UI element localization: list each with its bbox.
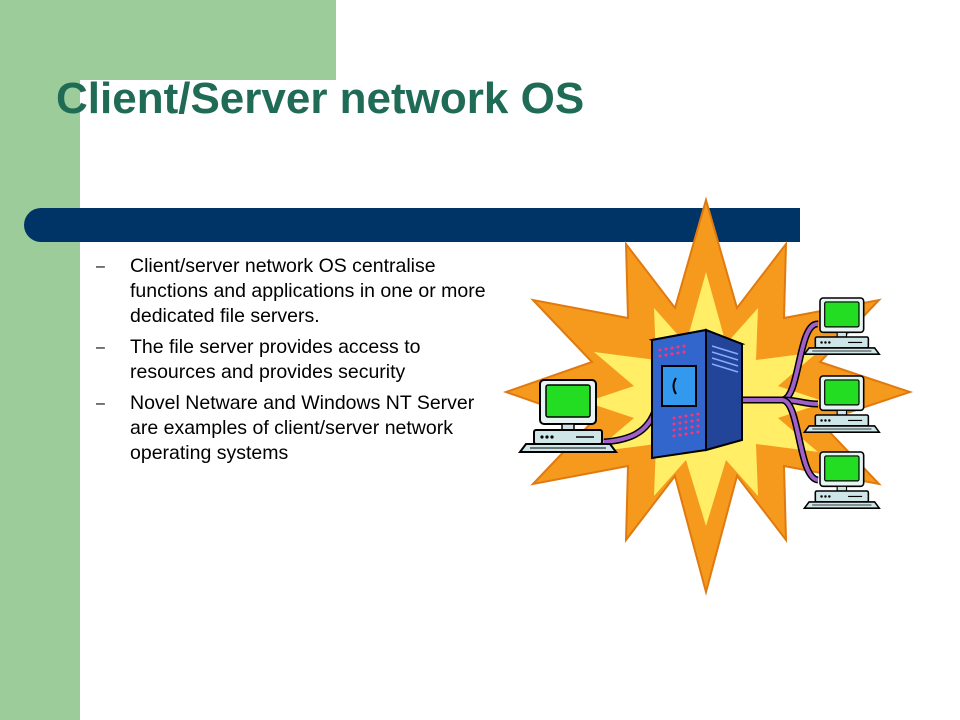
bullet-item: – The file server provides access to res… bbox=[96, 335, 496, 385]
bullet-text: Novel Netware and Windows NT Server are … bbox=[130, 392, 475, 464]
slide-title: Client/Server network OS bbox=[56, 74, 585, 123]
bullet-text: The file server provides access to resou… bbox=[130, 336, 421, 383]
title-divider-bar bbox=[24, 208, 800, 242]
bullet-text: Client/server network OS centralise func… bbox=[130, 255, 486, 327]
bullet-marker: – bbox=[96, 339, 105, 356]
bullet-marker: – bbox=[96, 395, 105, 412]
green-accent-top bbox=[80, 0, 336, 80]
bullet-list: – Client/server network OS centralise fu… bbox=[96, 254, 496, 472]
bullet-marker: – bbox=[96, 258, 105, 275]
green-accent-bar bbox=[0, 0, 80, 720]
file-server-icon bbox=[648, 328, 746, 460]
network-illustration bbox=[502, 196, 914, 596]
bullet-item: – Client/server network OS centralise fu… bbox=[96, 254, 496, 329]
bullet-item: – Novel Netware and Windows NT Server ar… bbox=[96, 391, 496, 466]
